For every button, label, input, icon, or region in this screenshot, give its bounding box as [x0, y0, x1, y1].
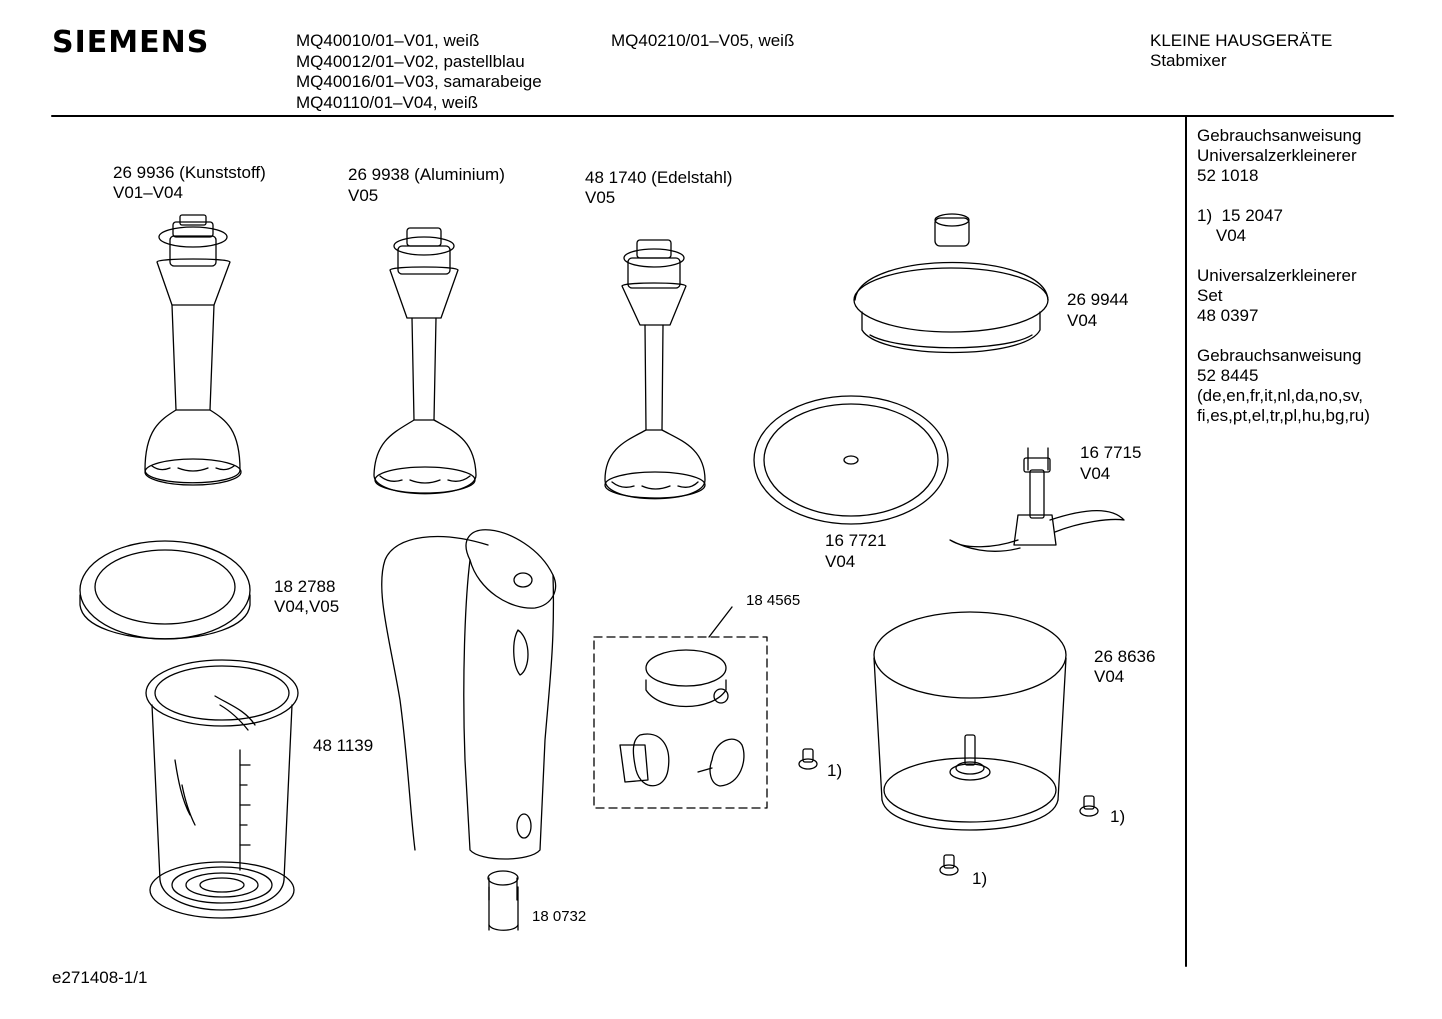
label-beaker-number: 48 1139: [313, 736, 374, 755]
label-shaft-plastic-number: 26 9936 (Kunststoff): [113, 163, 266, 182]
model-line: MQ40010/01–V01, weiß: [296, 31, 480, 50]
label-foot-ref: 1): [827, 761, 843, 780]
category-block: KLEINE HAUSGERÄTE Stabmixer: [1150, 31, 1332, 71]
hand-blender-motor: [382, 530, 556, 930]
sidebar-line: 1) 15 2047: [1197, 206, 1284, 225]
label-foot-ref: 1): [1110, 807, 1126, 826]
label-shaft-steel-variant: V05: [585, 188, 616, 207]
sidebar-line: Universalzerkleinerer: [1197, 146, 1357, 165]
sidebar-line: V04: [1197, 226, 1247, 245]
label-shaft-steel-number: 48 1740 (Edelstahl): [585, 168, 733, 187]
label-seal-number: 16 7721: [825, 531, 887, 550]
chopper-bowl: [874, 612, 1066, 830]
label-shaft-plastic-variant: V01–V04: [113, 183, 183, 202]
measuring-beaker: [146, 660, 298, 918]
label-foot-ref: 1): [972, 869, 988, 888]
chopper-blade: [950, 448, 1124, 551]
chopper-lid: [854, 214, 1048, 353]
label-beaker-lid-variant: V04,V05: [274, 597, 340, 616]
model-v05: MQ40210/01–V05, weiß: [611, 31, 795, 50]
manual-2: Gebrauchsanweisung 52 8445 (de,en,fr,it,…: [1197, 346, 1370, 426]
label-shaft-aluminium-number: 26 9938 (Aluminium): [348, 165, 505, 184]
sidebar-line: 52 8445: [1197, 366, 1259, 385]
label-blade-variant: V04: [1080, 464, 1111, 483]
sidebar-line: Universalzerkleinerer: [1197, 266, 1357, 285]
sidebar-line: 48 0397: [1197, 306, 1259, 325]
manual-1: Gebrauchsanweisung Universalzerkleinerer…: [1197, 126, 1370, 186]
blender-shaft-steel: [605, 240, 705, 499]
category-title: KLEINE HAUSGERÄTE: [1150, 31, 1333, 50]
category-subtitle: Stabmixer: [1150, 51, 1227, 70]
label-chopper-lid-number: 26 9944: [1067, 290, 1129, 309]
sidebar-line: Gebrauchsanweisung: [1197, 126, 1362, 145]
beaker-lid: [80, 541, 250, 639]
model-list: MQ40010/01–V01, weiß MQ40012/01–V02, pas…: [296, 31, 542, 113]
switch-set: [594, 607, 767, 808]
model-line: MQ40110/01–V04, weiß: [296, 92, 479, 112]
sidebar-line: Gebrauchsanweisung: [1197, 346, 1362, 365]
label-blade-number: 16 7715: [1080, 443, 1142, 462]
label-chopper-lid-variant: V04: [1067, 311, 1098, 330]
label-beaker-lid-number: 18 2788: [274, 577, 336, 596]
blender-shaft-aluminium: [374, 228, 476, 494]
model-line: MQ40012/01–V02, pastellblau: [296, 51, 525, 71]
label-switch-set-number: 18 4565: [746, 592, 801, 609]
footnote-part: 1) 15 2047 V04: [1197, 206, 1370, 246]
drawing-code: e271408-1/1: [52, 968, 148, 987]
label-seal-variant: V04: [825, 552, 856, 571]
siemens-logo: SIEMENS: [52, 25, 210, 60]
lid-seal: [754, 396, 948, 524]
sidebar-line: (de,en,fr,it,nl,da,no,sv,: [1197, 386, 1363, 405]
sidebar: Gebrauchsanweisung Universalzerkleinerer…: [1197, 126, 1370, 446]
label-bowl-number: 26 8636: [1094, 647, 1156, 666]
model-line: MQ40016/01–V03, samarabeige: [296, 72, 542, 91]
sidebar-line: 52 1018: [1197, 166, 1259, 185]
rubber-feet: [799, 749, 1098, 875]
label-bowl-variant: V04: [1094, 667, 1125, 686]
sidebar-line: fi,es,pt,el,tr,pl,hu,bg,ru): [1197, 406, 1370, 425]
sidebar-line: Set: [1197, 286, 1223, 305]
chopper-set: Universalzerkleinerer Set 48 0397: [1197, 266, 1370, 326]
blender-shaft-plastic: [145, 215, 241, 485]
label-wall-mount-number: 18 0732: [532, 908, 587, 925]
label-shaft-aluminium-variant: V05: [348, 186, 379, 205]
